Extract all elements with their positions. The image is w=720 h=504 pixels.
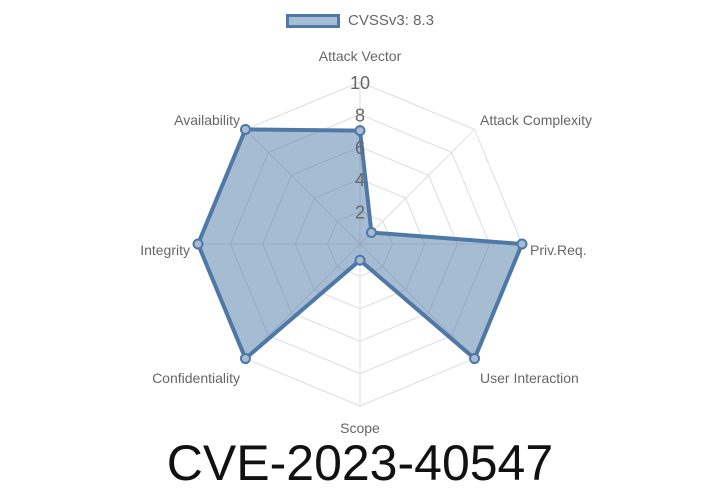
legend-swatch [286, 13, 341, 28]
axis-label: Priv.Req. [530, 242, 587, 258]
tick-label: 8 [355, 105, 365, 125]
tick-label: 2 [355, 203, 365, 223]
data-point [239, 123, 251, 135]
chart-title: CVE-2023-40547 [166, 435, 554, 491]
data-point [469, 353, 481, 365]
tick-label: 10 [350, 73, 370, 93]
data-point [516, 238, 528, 250]
legend[interactable]: CVSSv3: 8.3 [0, 12, 720, 29]
data-point [354, 254, 366, 266]
data-point [365, 227, 377, 239]
axis-label: Integrity [140, 242, 190, 258]
data-point [192, 238, 204, 250]
axis-label: Attack Vector [319, 48, 402, 64]
axis-label: Attack Complexity [480, 112, 592, 128]
legend-label: CVSSv3: 8.3 [348, 12, 434, 29]
axis-label: Scope [340, 420, 380, 436]
data-point [239, 353, 251, 365]
tick-label: 6 [355, 138, 365, 158]
axis-label: Confidentiality [152, 370, 240, 386]
axis-label: User Interaction [480, 370, 579, 386]
data-point [354, 125, 366, 137]
axis-line [359, 129, 475, 245]
tick-label: 4 [355, 170, 365, 190]
axis-label: Availability [174, 112, 240, 128]
